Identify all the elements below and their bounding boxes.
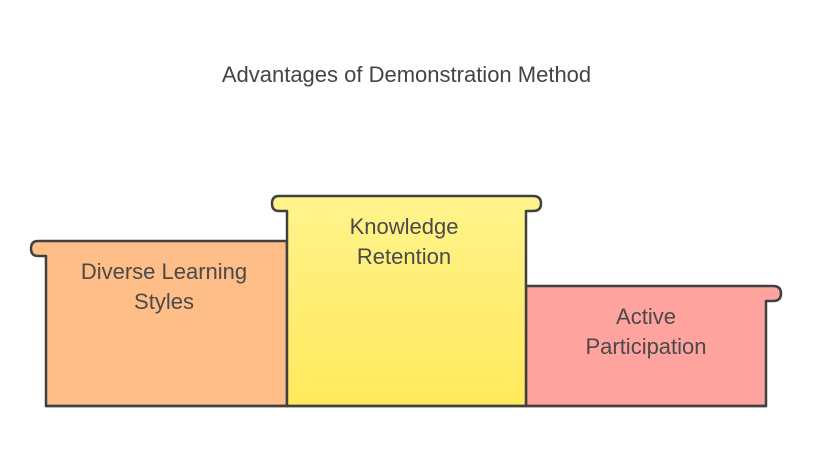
diagram-title: Advantages of Demonstration Method [221, 62, 592, 87]
block-right-shape [524, 284, 783, 408]
block-left-label-line2: Styles [134, 289, 194, 314]
block-active-participation [524, 284, 783, 408]
block-left-label-line1: Diverse Learning [80, 259, 248, 284]
block-right-label-line2: Participation [585, 334, 707, 359]
block-right-label: Active Participation [530, 302, 762, 362]
block-left-label: Diverse Learning Styles [48, 257, 280, 317]
block-knowledge-retention [270, 194, 543, 408]
block-middle-label-line2: Retention [356, 244, 452, 269]
block-middle-label-line1: Knowledge [349, 214, 459, 239]
block-middle-shape [270, 194, 543, 408]
block-middle-label: Knowledge Retention [288, 212, 520, 272]
block-right-label-line1: Active [616, 304, 676, 329]
block-diverse-learning-styles [29, 239, 289, 408]
block-left-shape [29, 239, 289, 408]
